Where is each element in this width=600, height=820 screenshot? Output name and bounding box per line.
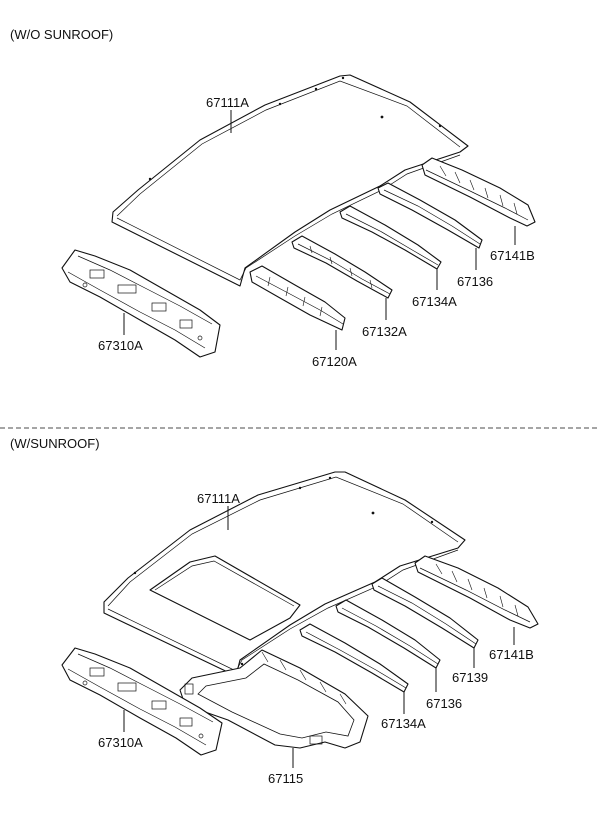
part-label-67134a-bottom: 67134A <box>381 716 426 731</box>
roof-panel-67111a <box>111 74 469 287</box>
part-label-67134a-top: 67134A <box>412 294 457 309</box>
section-title-without-sunroof: (W/O SUNROOF) <box>10 27 113 42</box>
part-label-67111a-top: 67111A <box>206 95 249 110</box>
roof-bow-sunroof-67136 <box>335 599 441 669</box>
part-label-67120a-top: 67120A <box>312 354 357 369</box>
roof-rail-sunroof-67141b <box>414 555 539 629</box>
roof-bow-67134a <box>339 205 442 270</box>
part-label-67310a-top: 67310A <box>98 338 143 353</box>
roof-bow-67136 <box>377 182 483 249</box>
cowl-panel-sunroof-67310a <box>61 647 223 756</box>
sunroof-frame-67115 <box>179 649 369 749</box>
roof-bow-67132a <box>291 235 393 299</box>
part-label-67111a-bottom: 67111A <box>197 491 240 506</box>
section-title-with-sunroof: (W/SUNROOF) <box>10 436 100 451</box>
part-label-67115-bottom: 67115 <box>268 771 303 786</box>
roof-bow-67139 <box>371 577 479 649</box>
roof-rail-67141b <box>421 157 536 227</box>
part-label-67139-bottom: 67139 <box>452 670 488 685</box>
cowl-panel-67310a <box>61 249 221 358</box>
part-label-67141b-bottom: 67141B <box>489 647 534 662</box>
part-label-67132a-top: 67132A <box>362 324 407 339</box>
part-label-67141b-top: 67141B <box>490 248 535 263</box>
part-label-67136-bottom: 67136 <box>426 696 462 711</box>
roof-bow-sunroof-67134a <box>299 623 409 693</box>
part-label-67310a-bottom: 67310A <box>98 735 143 750</box>
part-label-67136-top: 67136 <box>457 274 493 289</box>
roof-rail-67120a <box>249 265 346 331</box>
